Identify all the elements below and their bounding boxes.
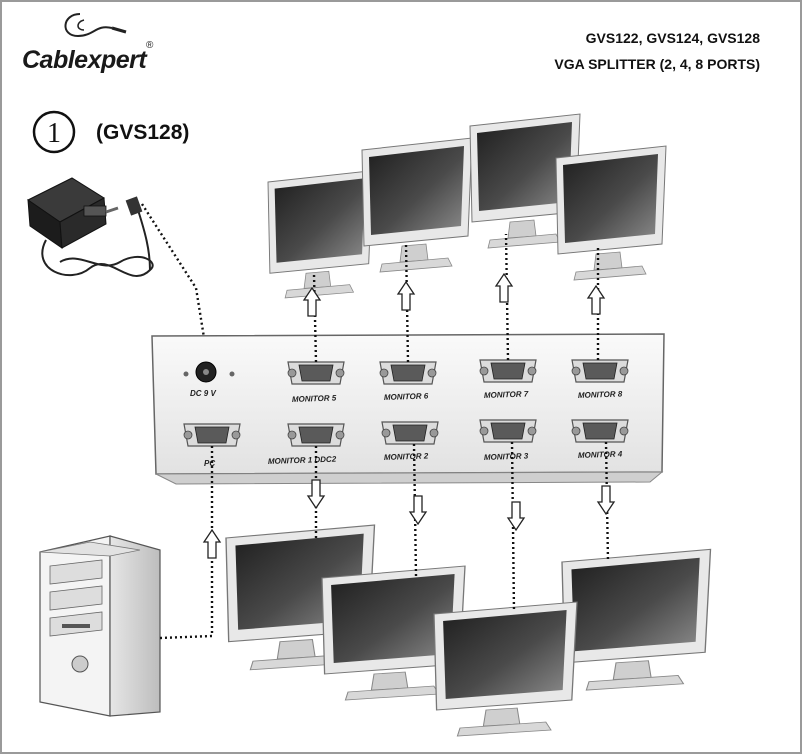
- label-monitor-7: MONITOR 7: [484, 389, 529, 400]
- monitor-4: [561, 548, 712, 691]
- monitor-8: [555, 145, 667, 281]
- monitor-6: [361, 137, 473, 273]
- dc-power-jack: [183, 361, 235, 383]
- registered-mark: ®: [146, 40, 154, 51]
- label-monitor-3: MONITOR 3: [484, 451, 529, 462]
- power-adapter-icon: [27, 177, 154, 277]
- label-monitor-8: MONITOR 8: [578, 389, 623, 400]
- port-monitor-1: [287, 423, 345, 447]
- plug-swoosh-icon: [64, 13, 127, 38]
- brand-logo-text: Cablexpert: [22, 46, 147, 74]
- arrow-down-icon: [507, 501, 525, 531]
- header-product: VGA SPLITTER (2, 4, 8 PORTS): [554, 56, 760, 72]
- monitor-5: [267, 170, 373, 299]
- step-number-badge: 1: [32, 110, 76, 154]
- label-power: DC 9 V: [190, 389, 216, 398]
- arrow-up-icon: [587, 285, 605, 315]
- port-monitor-6: [379, 361, 437, 385]
- port-monitor-3: [479, 419, 537, 443]
- arrow-down-icon: [409, 495, 427, 525]
- arrow-down-icon: [597, 485, 615, 515]
- port-monitor-4: [571, 419, 629, 443]
- model-tag: (GVS128): [96, 121, 190, 144]
- port-pc: [183, 423, 241, 447]
- step-number: 1: [47, 118, 61, 149]
- port-monitor-5: [287, 361, 345, 385]
- port-monitor-8: [571, 359, 629, 383]
- vga-splitter-box: [151, 333, 665, 485]
- arrow-down-icon: [307, 479, 325, 509]
- label-monitor-5: MONITOR 5: [292, 393, 337, 404]
- label-monitor-4: MONITOR 4: [578, 449, 623, 460]
- port-monitor-2: [381, 421, 439, 445]
- pc-tower-icon: [39, 535, 161, 717]
- label-monitor-6: MONITOR 6: [384, 391, 429, 402]
- arrow-up-icon: [495, 273, 513, 303]
- label-pc: PC: [204, 459, 215, 468]
- label-monitor-1: MONITOR 1 DDC2: [268, 455, 337, 466]
- label-monitor-2: MONITOR 2: [384, 451, 429, 462]
- monitor-3: [433, 601, 578, 737]
- port-monitor-7: [479, 359, 537, 383]
- header-models: GVS122, GVS124, GVS128: [585, 30, 760, 46]
- arrow-up-icon: [397, 281, 415, 311]
- arrow-up-icon: [203, 529, 221, 559]
- power-cable-line: [140, 203, 208, 351]
